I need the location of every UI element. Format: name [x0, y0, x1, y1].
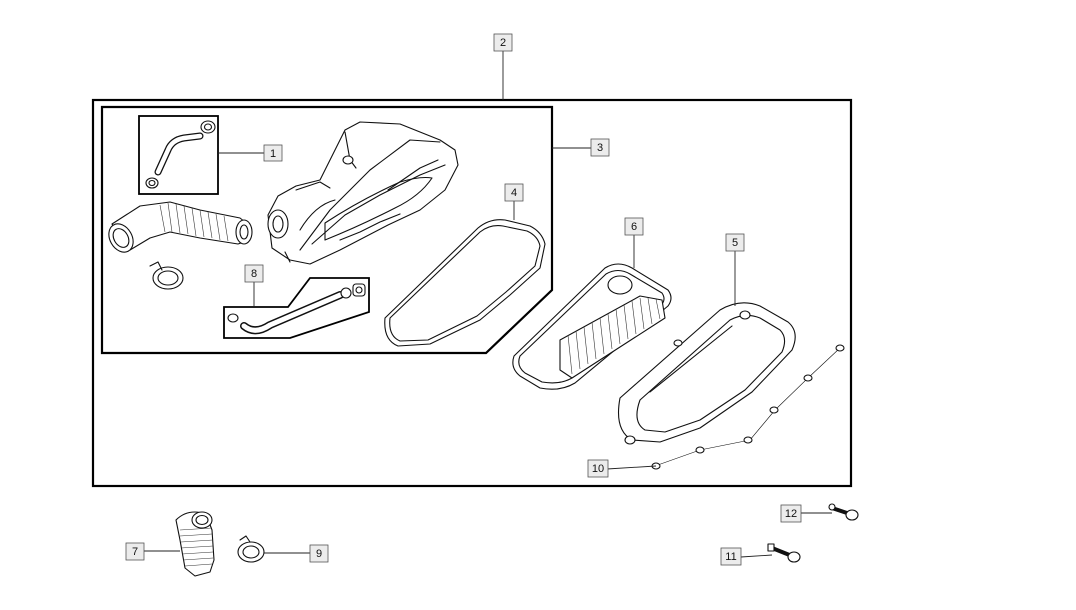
air-box-housing	[267, 121, 459, 265]
callout-7: 7	[125, 542, 145, 561]
part-4-seal-gasket	[384, 219, 546, 347]
callout-4: 4	[504, 183, 524, 202]
assembly-frame-2	[91, 98, 853, 488]
callout-7-label: 7	[132, 546, 138, 558]
part-11-bolt	[767, 543, 801, 563]
part-1-breather-hose	[145, 120, 216, 189]
callout-10-label: 10	[592, 463, 604, 475]
part-5-air-box-cover	[617, 302, 796, 445]
part-6-filter-element	[512, 263, 672, 390]
callout-2: 2	[493, 33, 513, 52]
callout-8-label: 8	[251, 268, 257, 280]
callout-9-label: 9	[316, 548, 322, 560]
callout-6-label: 6	[631, 221, 637, 233]
callout-8: 8	[244, 264, 264, 283]
callout-3-label: 3	[597, 142, 603, 154]
intake-duct	[108, 201, 253, 253]
callout-11: 11	[720, 547, 742, 566]
callout-12: 12	[780, 504, 802, 523]
callout-6: 6	[624, 217, 644, 236]
leader-lines	[144, 51, 832, 558]
part-8-breather-tube	[227, 283, 366, 335]
callout-1: 1	[263, 144, 283, 162]
callout-9: 9	[309, 544, 329, 563]
callout-10: 10	[587, 459, 609, 478]
callout-5-label: 5	[732, 237, 738, 249]
callout-1-label: 1	[270, 148, 276, 160]
callout-12-label: 12	[785, 508, 797, 520]
callout-4-label: 4	[511, 187, 517, 199]
part-7-corrugated-hose	[175, 511, 215, 577]
part-9-hose-clamp	[237, 535, 265, 563]
hose-kit-frame-1	[138, 115, 219, 195]
callout-5: 5	[725, 233, 745, 252]
intake-clamp	[149, 261, 184, 290]
callout-3: 3	[590, 138, 610, 157]
part-12-bolt	[828, 503, 859, 521]
callout-11-label: 11	[725, 551, 736, 563]
subassembly-frame-3	[100, 105, 554, 355]
breather-kit-frame-8	[223, 277, 370, 339]
callout-2-label: 2	[500, 37, 506, 49]
